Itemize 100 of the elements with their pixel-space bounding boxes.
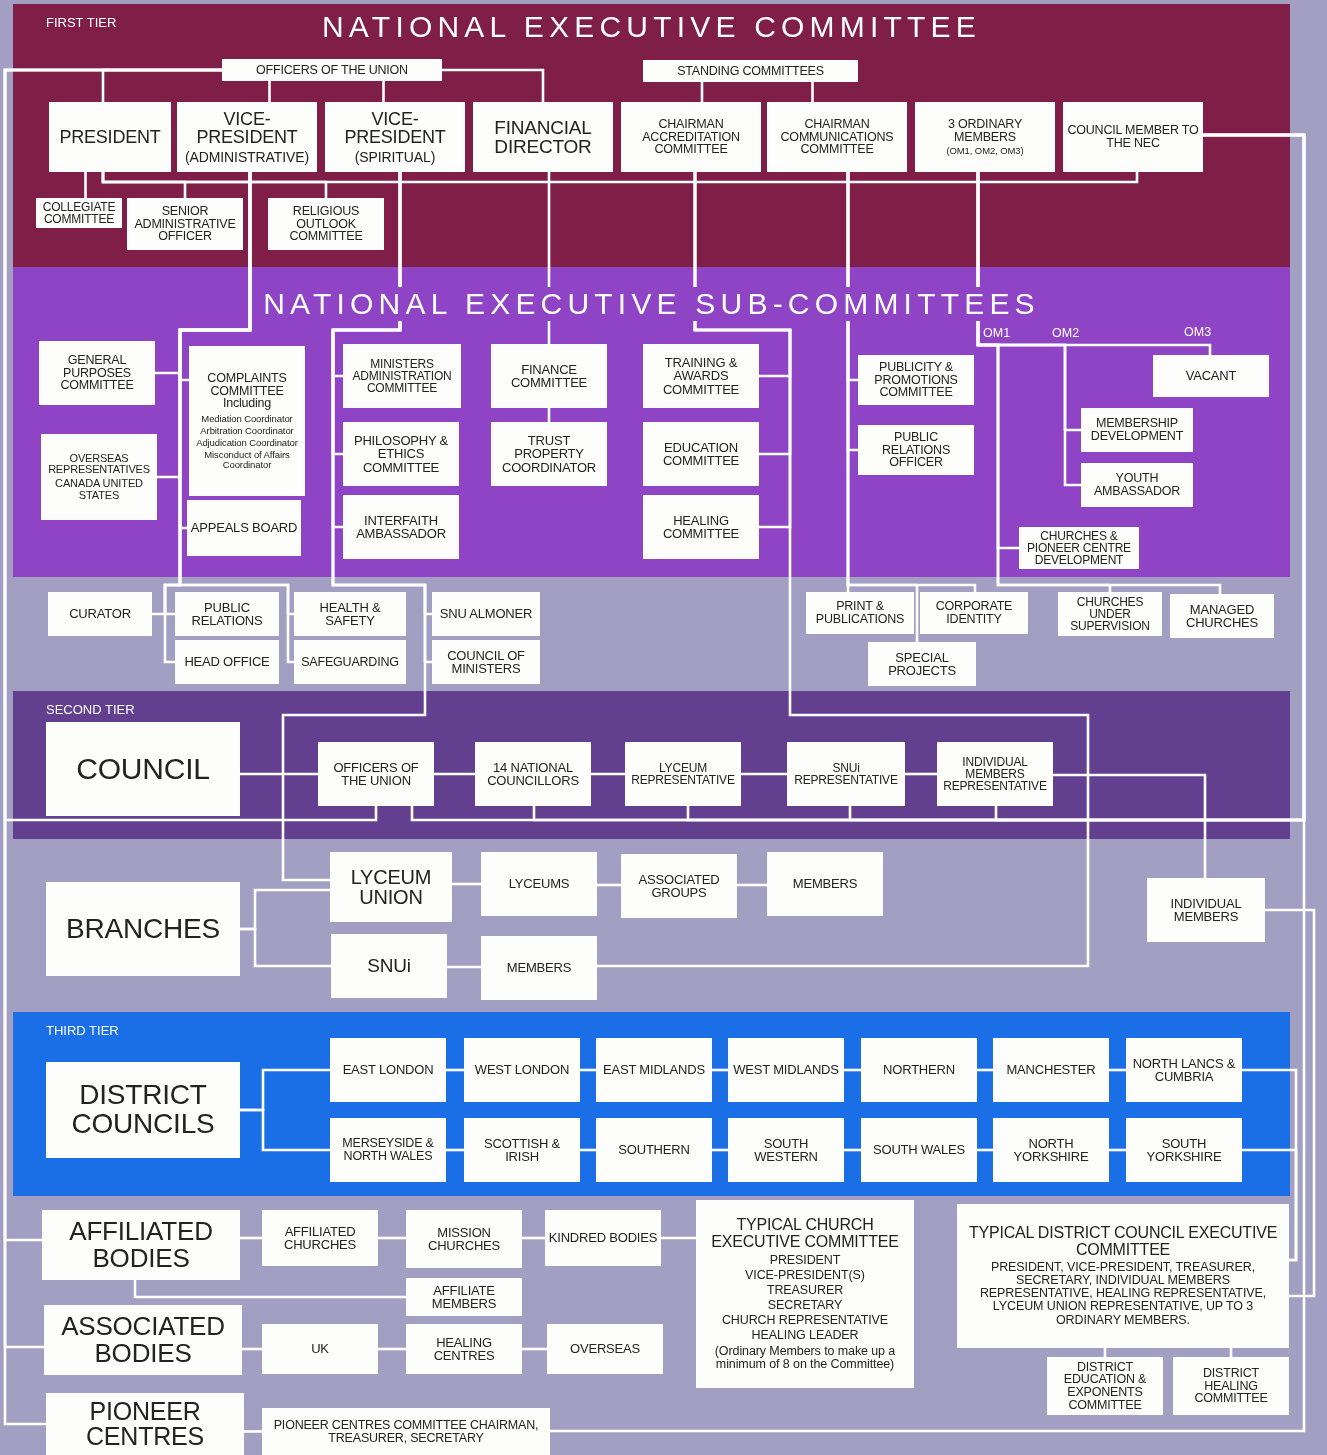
- tier-band: [13, 1012, 1290, 1196]
- org-box: [175, 592, 279, 636]
- connector-line: [905, 772, 937, 776]
- box-title: BRANCHES: [66, 914, 220, 944]
- edge-label: OM1: [981, 326, 1013, 340]
- org-box: [294, 640, 406, 684]
- edge-label: OM3: [1182, 325, 1214, 339]
- org-box: [262, 1324, 378, 1374]
- org-box: [491, 344, 607, 408]
- org-box: [868, 642, 976, 686]
- box-title: MANAGED CHURCHES: [1184, 602, 1260, 630]
- connector-line: [547, 408, 551, 422]
- connector-line: [242, 1347, 262, 1351]
- connector-line: [1109, 1068, 1126, 1072]
- connector-line: [661, 1236, 696, 1240]
- org-box: [41, 434, 157, 520]
- box-title: NORTH YORKSHIRE: [1012, 1136, 1090, 1164]
- box-title: CHURCHES & PIONEER CENTRE DEVELOPMENT: [1026, 529, 1132, 567]
- box-title: 14 NATIONAL COUNCILLORS: [486, 760, 580, 788]
- box-title: INDIVIDUAL MEMBERS: [1169, 896, 1243, 924]
- box-title: SNUi REPRESENTATIVE: [793, 761, 899, 787]
- org-box: [481, 936, 597, 1000]
- org-box: [294, 592, 406, 636]
- connector-line: [580, 1148, 596, 1152]
- org-box: [728, 1038, 844, 1102]
- org-box: [262, 1210, 378, 1266]
- org-box: [48, 592, 152, 636]
- connector-line: [976, 172, 1222, 594]
- box-title: YOUTH AMBASSADOR: [1092, 472, 1182, 498]
- org-box: [406, 1210, 522, 1268]
- box-text: TREASURER: [766, 1284, 844, 1298]
- org-box: [343, 495, 459, 559]
- box-title: SOUTHERN: [618, 1143, 690, 1157]
- org-box: [46, 722, 240, 816]
- org-box: [1173, 1357, 1289, 1415]
- box-text: Misconduct of Affairs Coordinator: [203, 450, 291, 471]
- box-title: SOUTH WESTERN: [753, 1136, 819, 1164]
- org-box: [49, 102, 171, 172]
- box-title: VICE-PRESIDENT: [343, 109, 447, 147]
- box-title: WEST LONDON: [474, 1063, 570, 1077]
- org-box: [481, 852, 597, 916]
- box-title: NORTHERN: [883, 1063, 955, 1077]
- connector-line: [1265, 908, 1316, 1298]
- connector-line: [597, 883, 621, 887]
- org-box: [1081, 408, 1193, 452]
- box-title: SCOTTISH & IRISH: [483, 1136, 561, 1164]
- box-title: PRINT & PUBLICATIONS: [814, 600, 906, 626]
- connector-line: [977, 1148, 993, 1152]
- tier-band: [13, 4, 1290, 267]
- org-box: [596, 1118, 712, 1182]
- org-box: [858, 355, 974, 405]
- box-title: DISTRICT HEALING COMMITTEE: [1193, 1366, 1269, 1406]
- box-title: HEALING COMMITTEE: [661, 513, 741, 541]
- box-title: TRUST PROPERTY COORDINATOR: [500, 434, 598, 474]
- org-box: [177, 102, 317, 172]
- connector-line: [977, 1068, 993, 1072]
- connector-line: [1109, 1148, 1126, 1152]
- connector-line: [741, 772, 787, 776]
- box-title: SOUTH WALES: [873, 1143, 965, 1157]
- connector-line: [240, 1108, 330, 1152]
- org-box: [806, 592, 914, 634]
- box-title: COUNCIL OF MINISTERS: [446, 648, 526, 676]
- connector-line: [1242, 1148, 1298, 1262]
- org-box: [920, 592, 1028, 634]
- org-box: [545, 1210, 661, 1266]
- box-title: PUBLIC RELATIONS OFFICER: [880, 430, 952, 470]
- org-box: [127, 198, 243, 250]
- box-text: Adjudication Coordinator: [196, 438, 298, 449]
- box-title: CHAIRMAN COMMUNICATIONS COMMITTEE: [779, 117, 895, 157]
- org-box: [643, 344, 759, 408]
- box-text: (SPIRITUAL): [354, 149, 436, 165]
- connector-line: [550, 133, 1306, 1433]
- box-title: COLLEGIATE COMMITTEE: [41, 200, 117, 226]
- org-box: [787, 742, 905, 806]
- org-box: [331, 934, 447, 998]
- box-title: FINANCE COMMITTEE: [509, 362, 589, 390]
- org-box: [330, 1118, 446, 1182]
- box-title: FINANCIAL DIRECTOR: [493, 117, 593, 157]
- box-title: DISTRICT COUNCILS: [70, 1081, 216, 1139]
- connector-line: [737, 883, 767, 887]
- org-box: [1126, 1038, 1242, 1102]
- org-box: [318, 742, 434, 806]
- org-box: [46, 882, 240, 976]
- connector-line: [434, 772, 475, 776]
- org-box: [222, 59, 442, 81]
- org-box: [621, 854, 737, 918]
- box-title: UK: [311, 1342, 329, 1356]
- box-title: TYPICAL CHURCH EXECUTIVE COMMITTEE: [710, 1217, 900, 1250]
- org-box: [46, 1062, 240, 1158]
- org-box: [957, 1204, 1289, 1348]
- box-title: OVERSEAS: [570, 1342, 640, 1356]
- org-box: [330, 852, 452, 922]
- box-title: INTERFAITH AMBASSADOR: [355, 513, 447, 541]
- connector-line: [844, 1068, 861, 1072]
- box-title: TRAINING & AWARDS COMMITTEE: [661, 356, 741, 396]
- org-box: [728, 1118, 844, 1182]
- org-box: [475, 742, 591, 806]
- box-text: (Ordinary Members to make up a minimum of 8 on the Committee): [713, 1344, 897, 1371]
- org-box: [1063, 102, 1203, 172]
- org-box: [1058, 592, 1162, 636]
